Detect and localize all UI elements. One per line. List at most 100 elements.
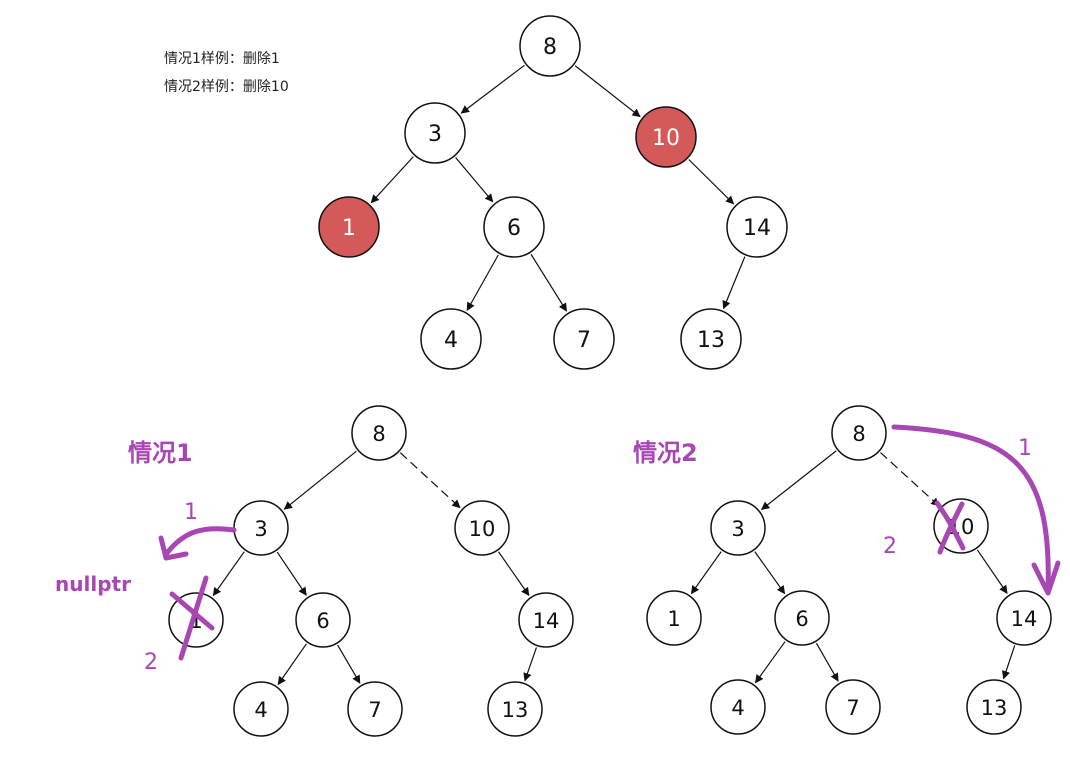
node-label: 8 — [852, 422, 865, 446]
node-label: 6 — [795, 607, 808, 631]
tree-case2-edge-n3-n6 — [754, 551, 786, 595]
node-label: 1 — [342, 216, 356, 241]
tree-case2-edge-n8-n3 — [760, 450, 837, 510]
case2-cross-mark — [934, 500, 966, 555]
node-label: 1 — [667, 607, 680, 631]
node-label: 10 — [469, 517, 496, 541]
tree-top-node-6: 6 — [483, 196, 545, 258]
node-circle — [318, 196, 380, 258]
tree-top-edge-n6-n7 — [530, 253, 568, 312]
tree-top-node-8: 8 — [519, 15, 581, 77]
tree-case2-node-8: 8 — [831, 405, 887, 461]
tree-case2-edge-n8-n10 — [880, 452, 940, 507]
tree-case1-edge-n8-n3 — [283, 450, 357, 510]
tree-case1-node-13: 13 — [487, 681, 543, 737]
tree-case1-edge-n10-n14 — [498, 551, 530, 597]
node-label: 7 — [577, 328, 591, 353]
node-label: 4 — [731, 696, 744, 720]
tree-case2-node-6: 6 — [774, 590, 830, 646]
tree-top-edge-n3-n6 — [455, 157, 494, 203]
node-label: 13 — [502, 698, 529, 722]
node-circle — [347, 681, 403, 737]
node-circle — [774, 590, 830, 646]
node-label: 8 — [543, 35, 557, 60]
tree-case2-edge-n14-n13 — [1002, 645, 1016, 680]
tree-case1-edge-n6-n7 — [337, 644, 361, 684]
node-label: 3 — [731, 517, 744, 541]
tree-top-edge-n14-n13 — [722, 256, 746, 310]
tree-top-node-7: 7 — [553, 308, 615, 370]
tree-case1-node-3: 3 — [233, 500, 289, 556]
tree-case2-node-14: 14 — [996, 590, 1052, 646]
case1-redirect-arrowhead — [158, 535, 189, 561]
tree-case2-node-7: 7 — [825, 679, 881, 735]
tree-top-node-10: 10 — [635, 106, 697, 168]
node-circle — [519, 15, 581, 77]
tree-case1-node-8: 8 — [351, 405, 407, 461]
case2-redirect-arrow — [891, 424, 1051, 593]
case1-step1-label: 1 — [184, 500, 198, 525]
node-circle — [404, 102, 466, 164]
node-label: 7 — [846, 696, 859, 720]
node-label: 4 — [254, 698, 267, 722]
tree-case1-node-14: 14 — [518, 592, 574, 648]
node-label: 6 — [507, 216, 521, 241]
tree-case2-node-4: 4 — [710, 679, 766, 735]
tree-case1-edge-n8-n10 — [399, 452, 461, 509]
tree-case1-node-7: 7 — [347, 681, 403, 737]
case2-step1-label: 1 — [1018, 436, 1032, 461]
node-circle — [996, 590, 1052, 646]
tree-top-edge-n10-n14 — [688, 159, 735, 205]
node-circle — [680, 308, 742, 370]
tree-case1-edge-n3-n1 — [212, 551, 245, 597]
node-circle — [168, 592, 224, 648]
tree-top-node-1: 1 — [318, 196, 380, 258]
tree-top-edge-n8-n3 — [460, 64, 525, 114]
tree-top-edge-n8-n10 — [574, 65, 641, 118]
node-circle — [710, 500, 766, 556]
tree-case1-node-4: 4 — [233, 681, 289, 737]
case1-cross-mark — [169, 575, 215, 661]
tree-top-edge-n6-n4 — [466, 254, 499, 311]
tree-top-node-14: 14 — [726, 196, 788, 258]
tree-case2-edge-n6-n4 — [755, 641, 786, 684]
case2-step2-label: 2 — [883, 534, 897, 559]
tree-top-node-3: 3 — [404, 102, 466, 164]
tree-case2-edge-n10-n14 — [976, 549, 1008, 594]
tree-case2-node-13: 13 — [966, 679, 1022, 735]
node-circle — [420, 308, 482, 370]
node-label: 14 — [743, 216, 771, 241]
edges-layer — [212, 64, 1016, 686]
tree-case2-node-1: 1 — [646, 590, 702, 646]
tree-case1-node-10: 10 — [454, 500, 510, 556]
node-label: 4 — [444, 328, 458, 353]
node-circle — [726, 196, 788, 258]
tree-case2-edge-n6-n7 — [815, 642, 839, 682]
node-label: 7 — [368, 698, 381, 722]
case2-redirect-arrowhead — [1031, 560, 1061, 596]
example-note-2: 情况2样例：删除10 — [164, 79, 289, 95]
tree-case2-edge-n3-n1 — [690, 551, 722, 595]
node-circle — [518, 592, 574, 648]
node-circle — [966, 679, 1022, 735]
node-circle — [646, 590, 702, 646]
node-circle — [351, 405, 407, 461]
node-label: 8 — [372, 422, 385, 446]
case1-redirect-arrow — [164, 526, 237, 556]
tree-top-edge-n3-n1 — [370, 156, 414, 204]
node-label: 3 — [428, 122, 442, 147]
node-label: 13 — [981, 696, 1008, 720]
node-circle — [553, 308, 615, 370]
node-circle — [483, 196, 545, 258]
node-circle — [487, 681, 543, 737]
node-label: 14 — [1011, 607, 1038, 631]
case1-nullptr-label: nullptr — [55, 572, 131, 596]
node-label: 13 — [697, 328, 725, 353]
case1-title: 情况1 — [128, 439, 193, 467]
tree-top-node-13: 13 — [680, 308, 742, 370]
tree-case1-edge-n14-n13 — [523, 647, 538, 682]
case1-step2-label: 2 — [144, 650, 158, 675]
tree-case1-node-6: 6 — [295, 592, 351, 648]
